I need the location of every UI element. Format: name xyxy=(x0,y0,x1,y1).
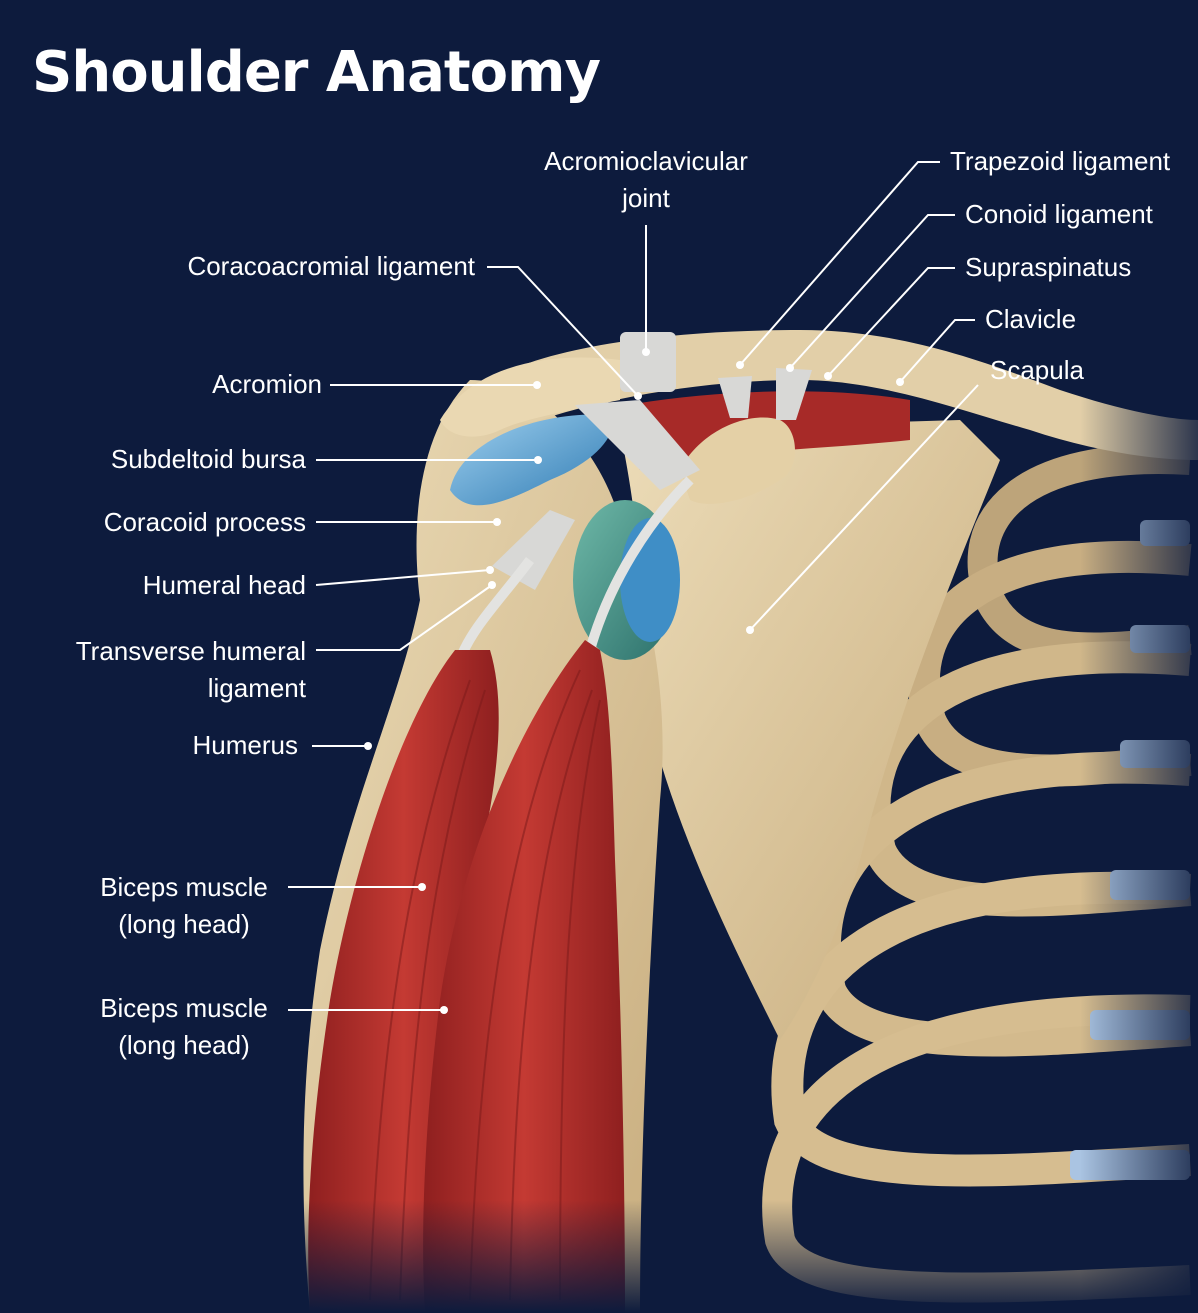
biceps-tendon xyxy=(455,556,534,662)
label-biceps-muscle-2: Biceps muscle (long head) xyxy=(86,990,282,1064)
leader-lines xyxy=(288,161,979,1011)
label-humeral-head: Humeral head xyxy=(142,570,306,600)
biceps-tendon xyxy=(585,476,694,652)
leader-clavicle xyxy=(899,319,975,383)
label-acromion: Acromion xyxy=(212,369,322,399)
transverse-humeral-ligament xyxy=(492,510,575,590)
leader-dot xyxy=(364,742,372,750)
leader-supraspinatus xyxy=(827,267,955,377)
fiber-line xyxy=(399,689,486,1301)
leader-dots xyxy=(364,348,904,1014)
label-line: Biceps muscle xyxy=(100,872,268,902)
leader-conoid xyxy=(789,214,955,369)
label-supraspinatus: Supraspinatus xyxy=(965,252,1132,282)
fiber-line xyxy=(559,699,601,1301)
fiber-line xyxy=(369,679,471,1301)
label-transverse-humeral-ligament: Transverse humeral ligament xyxy=(40,633,306,707)
label-coracoid-process: Coracoid process xyxy=(103,507,306,537)
leader-dot xyxy=(634,392,642,400)
leader-dot xyxy=(746,626,754,634)
biceps-muscle-long-head xyxy=(423,640,625,1313)
leader-dot xyxy=(488,581,496,589)
right-fade xyxy=(1080,380,1198,1313)
label-line: ligament xyxy=(207,673,306,703)
scapula-bone xyxy=(620,420,1000,1040)
leader-dot xyxy=(642,348,650,356)
leader-dot xyxy=(418,883,426,891)
leader-dot xyxy=(896,378,904,386)
label-conoid-ligament: Conoid ligament xyxy=(965,199,1153,229)
acromion-bone xyxy=(440,357,620,437)
label-line: Transverse humeral xyxy=(75,636,306,666)
muscle-fibers xyxy=(369,669,601,1301)
ligaments xyxy=(492,332,812,590)
page-title: Shoulder Anatomy xyxy=(32,40,601,105)
humeral-head-rim xyxy=(620,518,680,642)
leader-dot xyxy=(493,518,501,526)
label-line: (long head) xyxy=(118,909,250,939)
leader-dot xyxy=(786,364,794,372)
trapezoid-ligament xyxy=(718,376,752,418)
leader-dot xyxy=(486,566,494,574)
leader-dot xyxy=(824,372,832,380)
label-line: (long head) xyxy=(118,1030,250,1060)
bottom-fade xyxy=(0,1200,1198,1313)
leader-dot xyxy=(440,1006,448,1014)
coracoid-process-bone xyxy=(680,417,795,504)
label-line: joint xyxy=(622,183,670,213)
label-biceps-muscle-1: Biceps muscle (long head) xyxy=(86,869,282,943)
leader-humeral-head xyxy=(315,569,491,586)
conoid-ligament xyxy=(776,368,812,420)
leader-trapezoid xyxy=(739,161,940,366)
fiber-line xyxy=(509,689,593,1301)
leader-dot xyxy=(533,381,541,389)
fiber-line xyxy=(469,669,581,1301)
label-line: Biceps muscle xyxy=(100,993,268,1023)
label-humerus: Humerus xyxy=(192,730,298,760)
leader-dot xyxy=(534,456,542,464)
leader-transverse-humeral xyxy=(316,584,493,651)
rib xyxy=(771,871,1191,1187)
leader-scapula xyxy=(749,384,979,631)
label-line: Acromioclavicular xyxy=(544,146,748,176)
leader-coracoacromial xyxy=(487,266,639,397)
label-trapezoid-ligament: Trapezoid ligament xyxy=(950,146,1171,176)
label-scapula: Scapula xyxy=(990,355,1084,385)
leader-dot xyxy=(736,361,744,369)
label-clavicle: Clavicle xyxy=(985,304,1077,334)
label-coracoacromial-ligament: Coracoacromial ligament xyxy=(187,251,475,281)
acromioclavicular-joint-capsule xyxy=(620,332,676,392)
label-subdeltoid-bursa: Subdeltoid bursa xyxy=(110,444,306,474)
label-acromioclavicular-joint: Acromioclavicular joint xyxy=(540,143,752,217)
coracoacromial-ligament xyxy=(575,400,700,490)
